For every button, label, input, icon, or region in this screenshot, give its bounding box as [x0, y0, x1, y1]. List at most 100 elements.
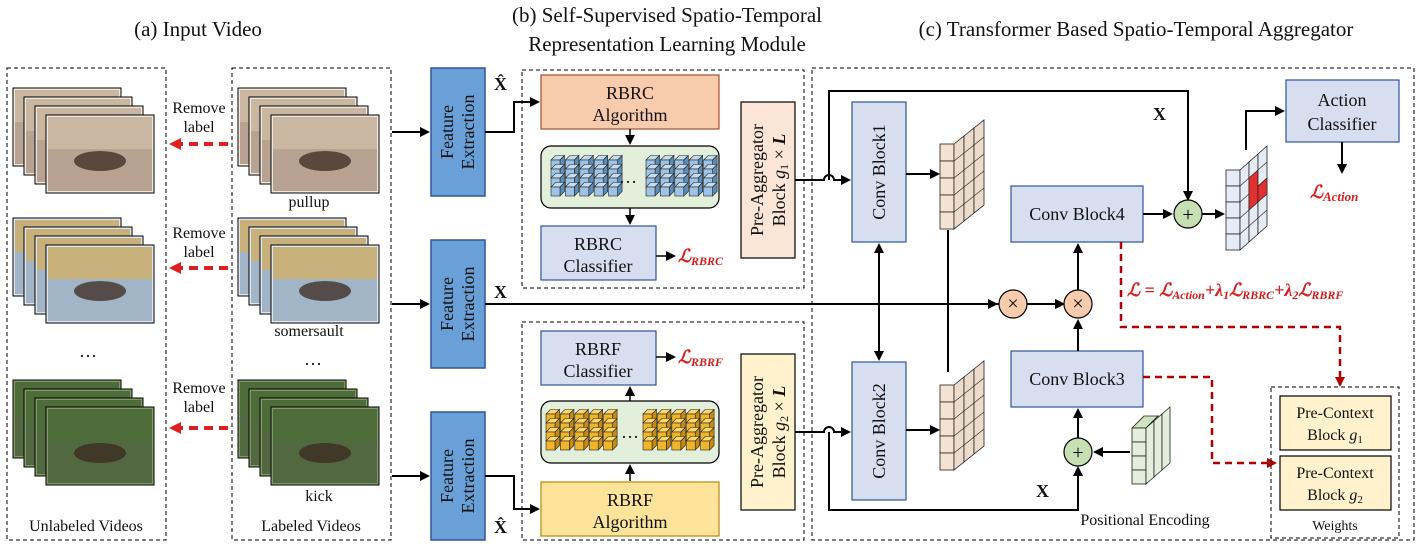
fin-line: [973, 428, 985, 438]
fin-line: [973, 411, 985, 421]
out-cell: [1225, 169, 1241, 187]
svg-text:Action: Action: [1318, 90, 1367, 110]
fin-cell: [939, 160, 955, 179]
svg-text:label: label: [183, 119, 215, 136]
cube-front: [645, 186, 656, 197]
svg-text:Pre-Aggregator: Pre-Aggregator: [747, 124, 767, 236]
fin-line: [953, 410, 965, 420]
video-frame-stacks: [12, 87, 380, 486]
svg-text:Pre-Context: Pre-Context: [1296, 465, 1374, 482]
cube-front: [550, 186, 561, 197]
x-hat-bottom: X̂: [494, 517, 507, 537]
title-module-b-line2: Representation Learning Module: [528, 32, 806, 56]
svg-text:Remove: Remove: [172, 225, 225, 242]
grid-cell: [1131, 469, 1147, 485]
grid-cell: [1131, 441, 1147, 457]
aggregated-output-map: [1225, 145, 1268, 251]
cube-front: [688, 186, 699, 197]
fin-line: [973, 170, 985, 180]
cube-front: [593, 186, 604, 197]
svg-text:Remove: Remove: [172, 100, 225, 117]
fin-line: [973, 377, 985, 387]
out-line: [1257, 161, 1268, 171]
cube-front: [642, 440, 653, 451]
pre-context-block-g1: Pre-Context Block g1: [1279, 395, 1392, 451]
fin-line: [973, 136, 985, 146]
fin-line: [953, 186, 965, 196]
svg-text:Feature: Feature: [437, 277, 457, 331]
svg-text:+: +: [1072, 442, 1083, 464]
svg-text:label: label: [183, 244, 215, 261]
total-loss-formula: ℒ = ℒAction+λ1ℒRBRC+λ2ℒRBRF: [1127, 280, 1343, 302]
video-frame-subject: [299, 443, 351, 463]
cube-front: [660, 186, 670, 197]
fin-line: [973, 187, 985, 197]
svg-text:Block g2: Block g2: [1307, 487, 1363, 506]
conv-block-1: Conv Block1: [851, 101, 907, 243]
video-frame-subject: [74, 443, 126, 463]
action-classifier-box: Action Classifier: [1285, 79, 1400, 143]
fin-line: [973, 153, 985, 163]
fin-slab: [953, 135, 965, 230]
positional-encoding-slabs: [1145, 406, 1171, 485]
fin-cell: [939, 452, 955, 471]
video-frame-subject: [299, 151, 351, 171]
rbrf-classifier-box: RBRF Classifier: [540, 330, 657, 386]
multiply-op-1: ×: [998, 289, 1028, 319]
out-highlight: [1257, 177, 1268, 203]
fin-line: [963, 161, 975, 171]
video-frame-subject: [74, 151, 126, 171]
fin-line: [963, 178, 975, 188]
fin-line: [963, 195, 975, 205]
svg-text:Conv Block2: Conv Block2: [869, 383, 889, 479]
fin-slab: [973, 360, 985, 455]
x-symbol-bottom: X: [1036, 481, 1049, 501]
fin-line: [953, 444, 965, 454]
out-slab: [1239, 161, 1250, 251]
add-op-top: +: [1173, 199, 1203, 229]
rbrc-branch-panel: [521, 69, 805, 289]
video-frame-background: [48, 247, 152, 279]
fin-cell: [939, 435, 955, 454]
svg-text:Feature: Feature: [437, 449, 457, 503]
fin-slab: [963, 368, 975, 463]
svg-text:Conv Block4: Conv Block4: [1029, 204, 1125, 224]
svg-text:Feature: Feature: [437, 105, 457, 159]
feature-extraction-bottom: Feature Extraction: [430, 411, 486, 541]
multiply-op-2: ×: [1063, 289, 1093, 319]
out-line: [1239, 209, 1250, 219]
cube-front: [700, 440, 710, 451]
svg-text:Classifier: Classifier: [564, 361, 633, 381]
add-op-bottom: +: [1063, 437, 1093, 467]
weights-panel: [1270, 386, 1400, 539]
svg-text:Remove: Remove: [172, 380, 225, 397]
cube-front: [608, 186, 618, 197]
video-frame-stack: [12, 217, 155, 324]
cube-front: [671, 440, 682, 451]
pre-agg2-formula: Block g2 × L: [769, 386, 791, 479]
out-cell: [1225, 201, 1241, 219]
svg-text:RBRF: RBRF: [607, 490, 653, 510]
class-label-pullup: pullup: [289, 194, 330, 211]
svg-text:RBRC: RBRC: [574, 234, 622, 254]
cube-front: [588, 440, 599, 451]
svg-text:Classifier: Classifier: [1308, 114, 1377, 134]
video-frame-stack: [237, 87, 380, 194]
fin-line: [953, 169, 965, 179]
conv-block-3: Conv Block3: [1010, 350, 1144, 408]
x-symbol-top: X: [1153, 104, 1166, 124]
out-line: [1248, 217, 1259, 227]
ellipsis-labeled: …: [304, 349, 322, 369]
labeled-videos-caption: Labeled Videos: [261, 518, 361, 535]
svg-text:Classifier: Classifier: [564, 256, 633, 276]
conv-block-4: Conv Block4: [1010, 185, 1144, 243]
loss-rbrf-label: ℒRBRF: [678, 347, 723, 369]
positional-encoding-label: Positional Encoding: [1080, 512, 1209, 529]
svg-text:Extraction: Extraction: [458, 267, 478, 342]
fin-line: [963, 144, 975, 154]
video-frame-stack: [12, 379, 155, 486]
class-label-somersault: somersault: [274, 323, 344, 340]
fin-cell: [939, 143, 955, 162]
